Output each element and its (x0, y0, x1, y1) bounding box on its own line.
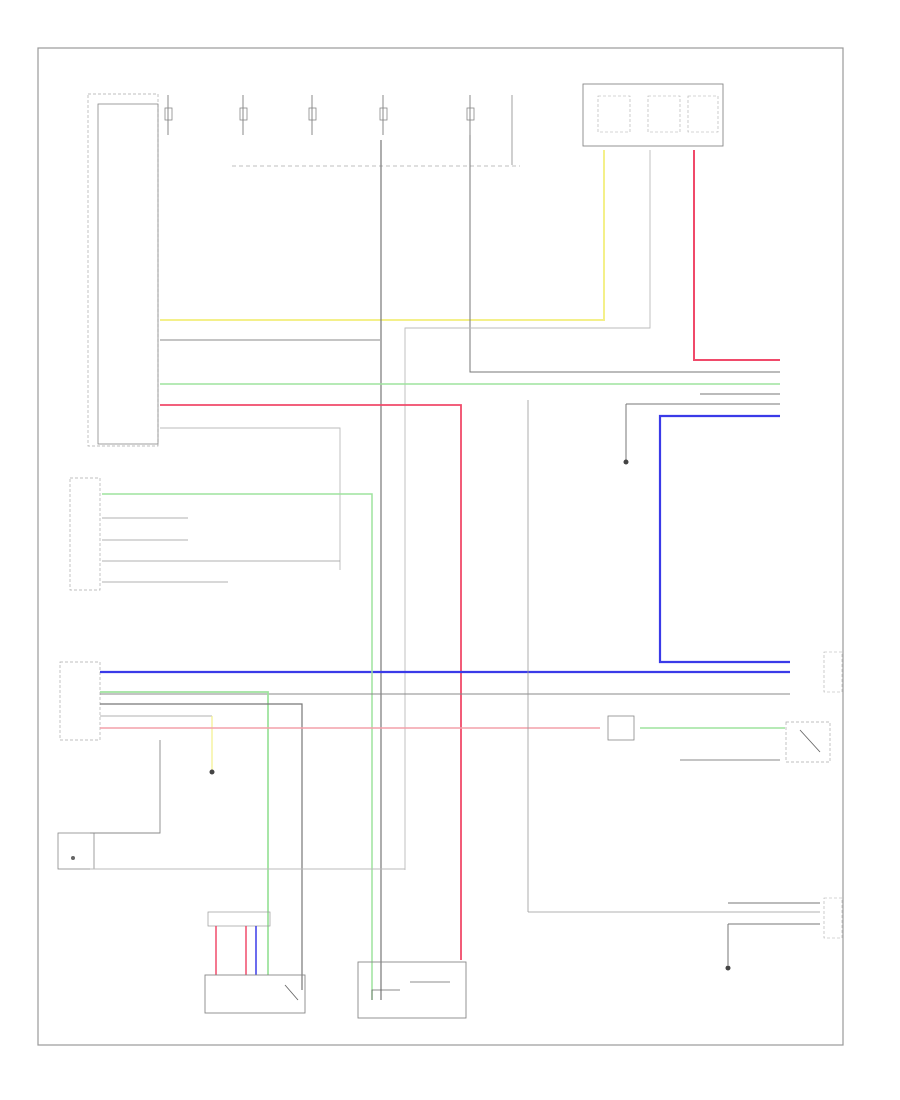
wire-fuse5-down (469, 135, 780, 373)
wire-red-ecu (160, 404, 462, 960)
wire-lower-left-gray (90, 740, 161, 834)
fuse-top-4 (379, 95, 388, 135)
wire-yellow (160, 150, 605, 321)
small-relay-contact (71, 856, 75, 860)
relay-block (582, 83, 724, 147)
right-stack-lines (625, 393, 780, 460)
cleaner-switch (607, 715, 635, 741)
headlight-cleaner-motor (204, 911, 306, 1014)
fuse-top-3 (308, 95, 317, 135)
wire-red-relay (693, 150, 780, 361)
wire-blue (658, 414, 790, 664)
ground-point-lower-left (209, 769, 215, 775)
headlight-cleaner-relay (59, 661, 101, 741)
ground-point (725, 965, 731, 971)
left-junction-block (69, 477, 101, 591)
wire-lower-dark (100, 703, 303, 990)
diagram-border (37, 47, 844, 1046)
wire-lower-green (100, 691, 269, 975)
wire-green-junction (102, 493, 373, 1000)
right-connector (785, 651, 843, 939)
right-bottom-stack (727, 902, 820, 965)
main-body-ecu (87, 93, 159, 447)
fuse-top-5 (466, 95, 513, 165)
light-control-switch (357, 961, 467, 1019)
fuse-top-2 (239, 95, 248, 135)
fuse-top-1 (164, 95, 173, 135)
wire-gray-relay (404, 150, 651, 870)
ground-point-right (623, 459, 629, 465)
junction-stub-lines (102, 517, 340, 583)
small-relay-lower-left (57, 832, 95, 870)
wire-gray-ecu-bottom (160, 427, 341, 570)
